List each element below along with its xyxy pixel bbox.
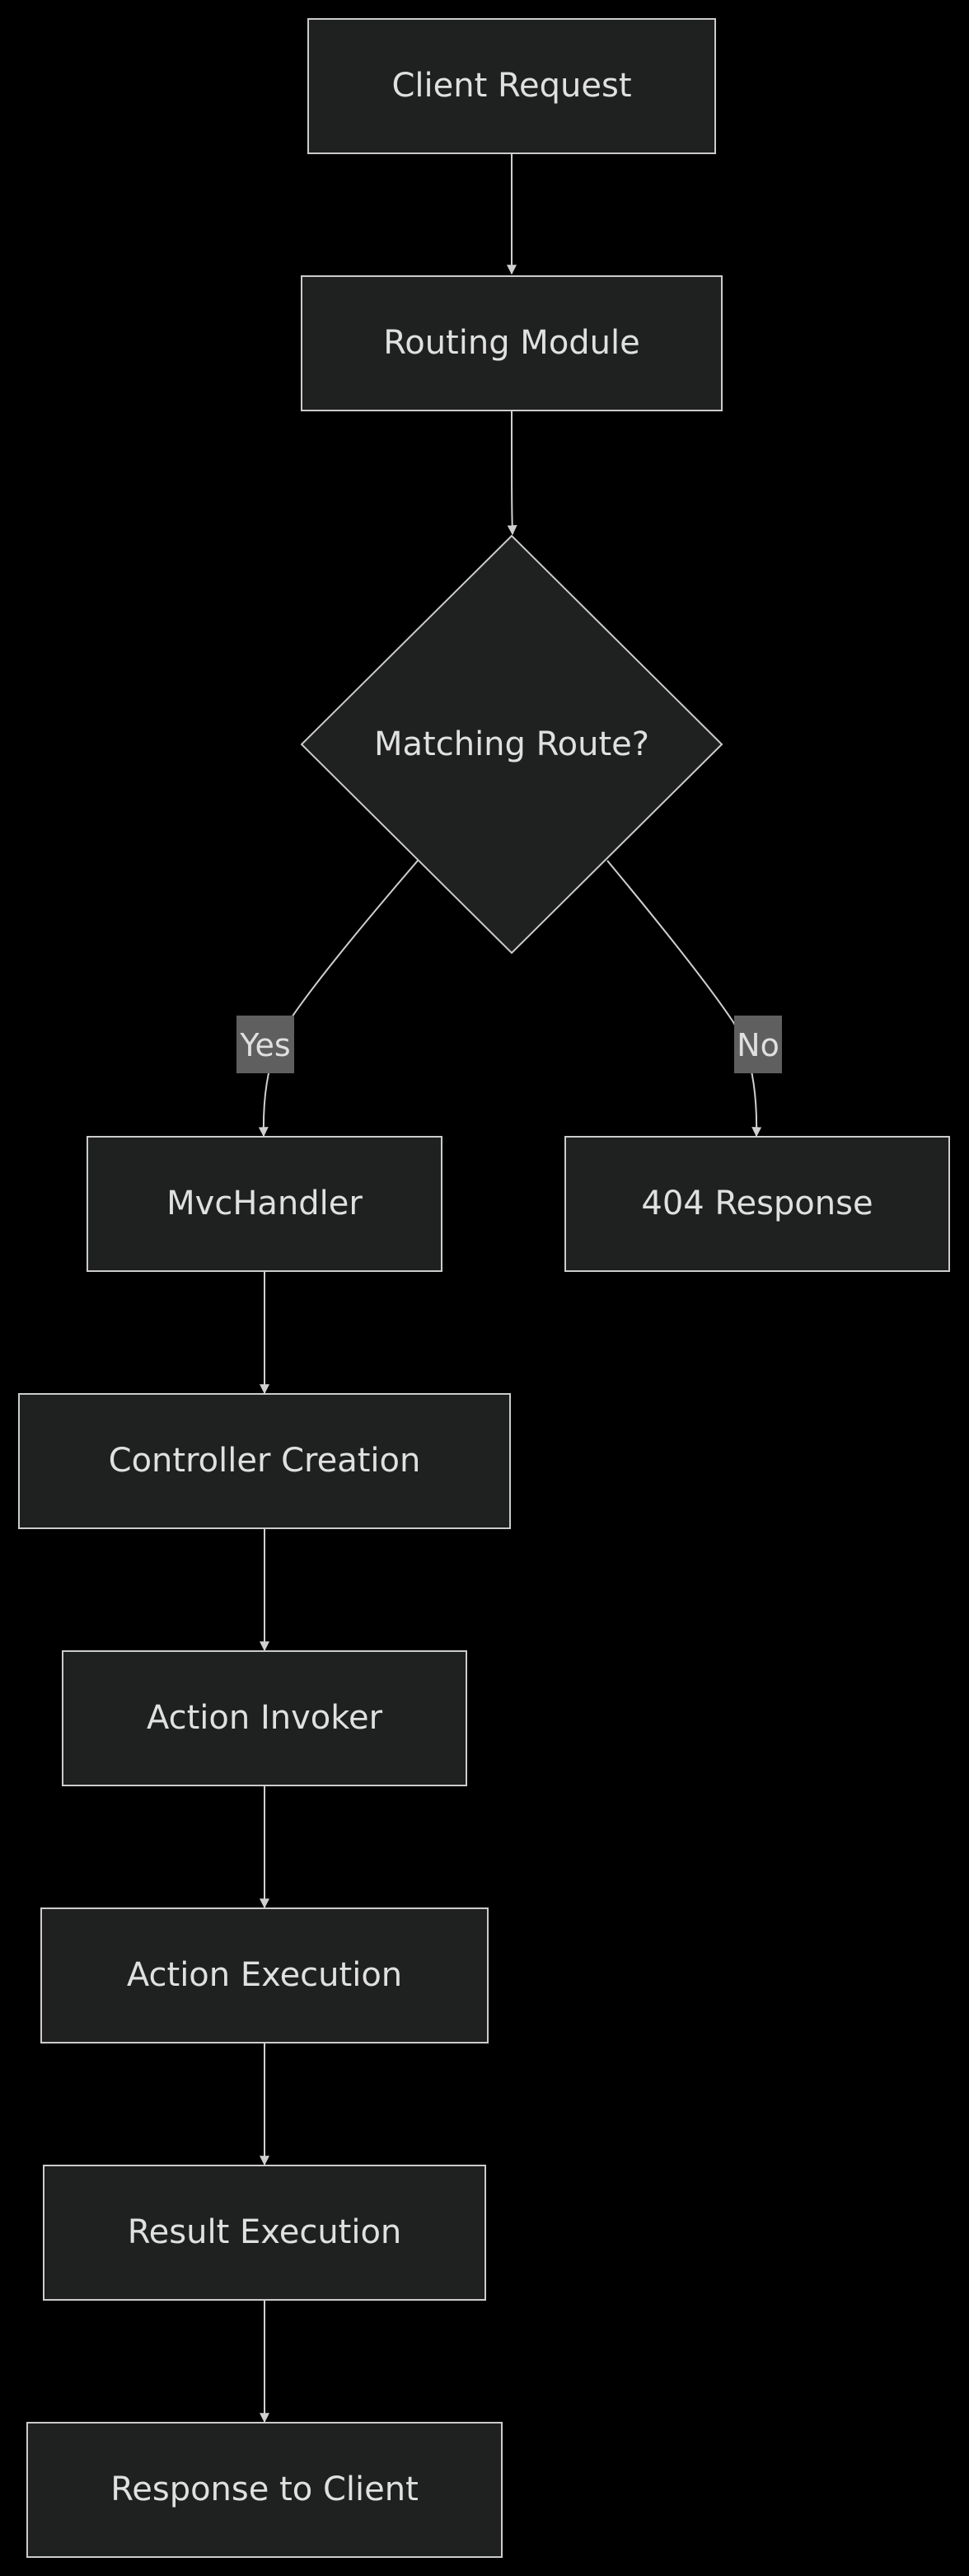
node-404-response-label: 404 Response bbox=[641, 1185, 873, 1222]
node-matching-route-label: Matching Route? bbox=[374, 725, 649, 763]
node-controller-creation: Controller Creation bbox=[18, 1393, 511, 1529]
node-response-to-client-label: Response to Client bbox=[110, 2470, 419, 2508]
node-action-invoker: Action Invoker bbox=[62, 1650, 467, 1786]
node-client-request-label: Client Request bbox=[392, 67, 632, 105]
node-response-to-client: Response to Client bbox=[26, 2422, 503, 2558]
node-controller-creation-label: Controller Creation bbox=[109, 1442, 421, 1480]
node-mvc-handler: MvcHandler bbox=[87, 1136, 442, 1272]
node-action-invoker-label: Action Invoker bbox=[147, 1699, 383, 1737]
node-routing-module: Routing Module bbox=[301, 275, 723, 411]
node-result-execution-label: Result Execution bbox=[128, 2213, 402, 2251]
edge-label-yes-text: Yes bbox=[239, 1027, 290, 1063]
node-action-execution: Action Execution bbox=[40, 1907, 489, 2043]
node-action-execution-label: Action Execution bbox=[127, 1956, 402, 1994]
node-matching-route-decision: Matching Route? bbox=[300, 534, 723, 955]
node-mvc-handler-label: MvcHandler bbox=[166, 1185, 363, 1222]
edge-routing-to-decision bbox=[507, 411, 517, 536]
node-client-request: Client Request bbox=[307, 18, 716, 154]
node-404-response: 404 Response bbox=[564, 1136, 950, 1272]
node-routing-module-label: Routing Module bbox=[383, 324, 640, 362]
edge-decision-yes bbox=[258, 860, 419, 1138]
edge-label-no-text: No bbox=[737, 1027, 779, 1063]
edge-label-yes: Yes bbox=[236, 1016, 294, 1073]
edge-label-no: No bbox=[734, 1016, 782, 1073]
node-result-execution: Result Execution bbox=[43, 2165, 486, 2301]
edge-decision-no bbox=[606, 860, 762, 1138]
